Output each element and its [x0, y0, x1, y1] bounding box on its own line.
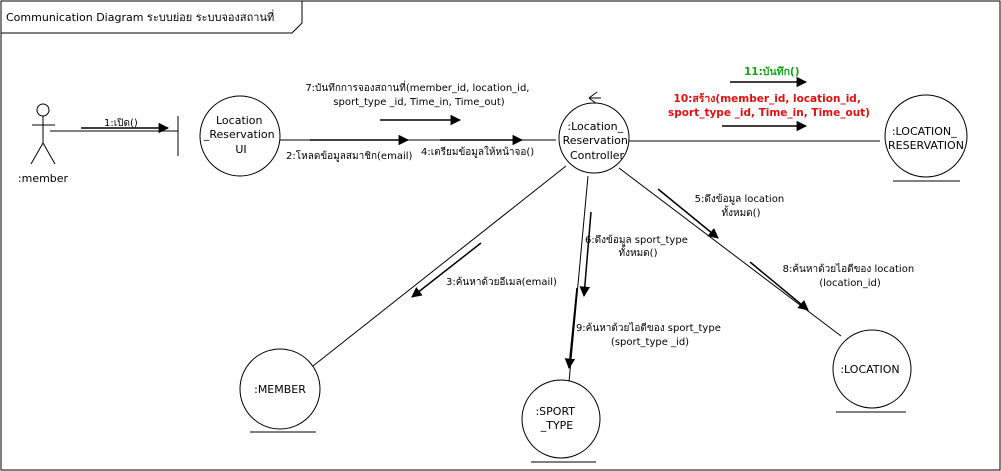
entity-circle — [239, 348, 321, 430]
message-8-arrow — [749, 261, 809, 311]
link-controller-member — [312, 165, 567, 367]
message-1-label: 1:เปิด() — [104, 118, 138, 129]
message-5-arrow — [657, 188, 719, 239]
boundary-circle — [199, 95, 281, 177]
link-controller-sporttype — [568, 175, 589, 383]
message-3-label: 3:ค้นหาด้วยอีเมล(email) — [446, 276, 557, 288]
entity-location-reservation[interactable] — [884, 94, 968, 182]
entity-location[interactable] — [832, 329, 912, 413]
message-8-label: 8:ค้นหาด้วยไอดีของ location (location_id… — [783, 263, 918, 289]
message-10-label: 10:สร้าง(member_id, location_id, sport_t… — [668, 92, 870, 119]
boundary-object[interactable] — [177, 95, 281, 177]
entity-circle — [832, 329, 912, 409]
actor-member[interactable] — [30, 103, 56, 165]
frame-title: Communication Diagram ระบบย่อย ระบบจองสถ… — [6, 9, 274, 24]
links — [50, 130, 880, 383]
message-9-label: 9:ค้นหาด้วยไอดีของ sport_type (sport_typ… — [576, 322, 724, 348]
controller-arrow — [588, 91, 601, 105]
boundary-label: Location _Reservation UI — [203, 114, 278, 156]
actor-label: :member — [18, 172, 69, 185]
message-5-label: 5:ดึงข้อมูล location ทั้งหมด() — [695, 193, 788, 219]
actor-right-leg — [42, 142, 56, 165]
frame-title-tab — [1, 1, 303, 34]
message-4-label: 4:เตรียมข้อมูลให้หน้าจอ() — [421, 146, 534, 158]
entity-circle — [884, 94, 968, 178]
message-9-arrow — [564, 287, 578, 370]
entity-location-reservation-label: :LOCATION_ RESERVATION — [888, 125, 964, 152]
entity-member[interactable] — [239, 348, 321, 433]
controller-circle — [558, 102, 630, 174]
message-2-label: 2:โหลดข้อมูลสมาชิก(email) — [286, 149, 413, 162]
message-arrows — [81, 76, 809, 370]
entity-member-label: :MEMBER — [254, 383, 306, 396]
entity-location-label: :LOCATION — [840, 363, 899, 376]
actor-head — [36, 103, 50, 117]
message-7-label: 7:บันทึกการจองสถานที่(member_id, locatio… — [305, 80, 532, 108]
message-6-arrow — [579, 211, 592, 298]
entity-sport-type-label: :SPORT _TYPE — [535, 405, 578, 432]
controller-object[interactable] — [558, 91, 630, 174]
message-6-label: 6:ดึงข้อมูล sport_type ทั้งหมด() — [585, 234, 691, 259]
message-11-label: 11:บันทึก() — [744, 66, 800, 78]
entity-sport-type[interactable] — [521, 379, 601, 463]
entity-circle — [521, 379, 601, 459]
message-3-arrow — [411, 242, 482, 298]
actor-left-leg — [30, 142, 44, 165]
controller-label: :Location_ Reservation Controller — [563, 120, 632, 162]
